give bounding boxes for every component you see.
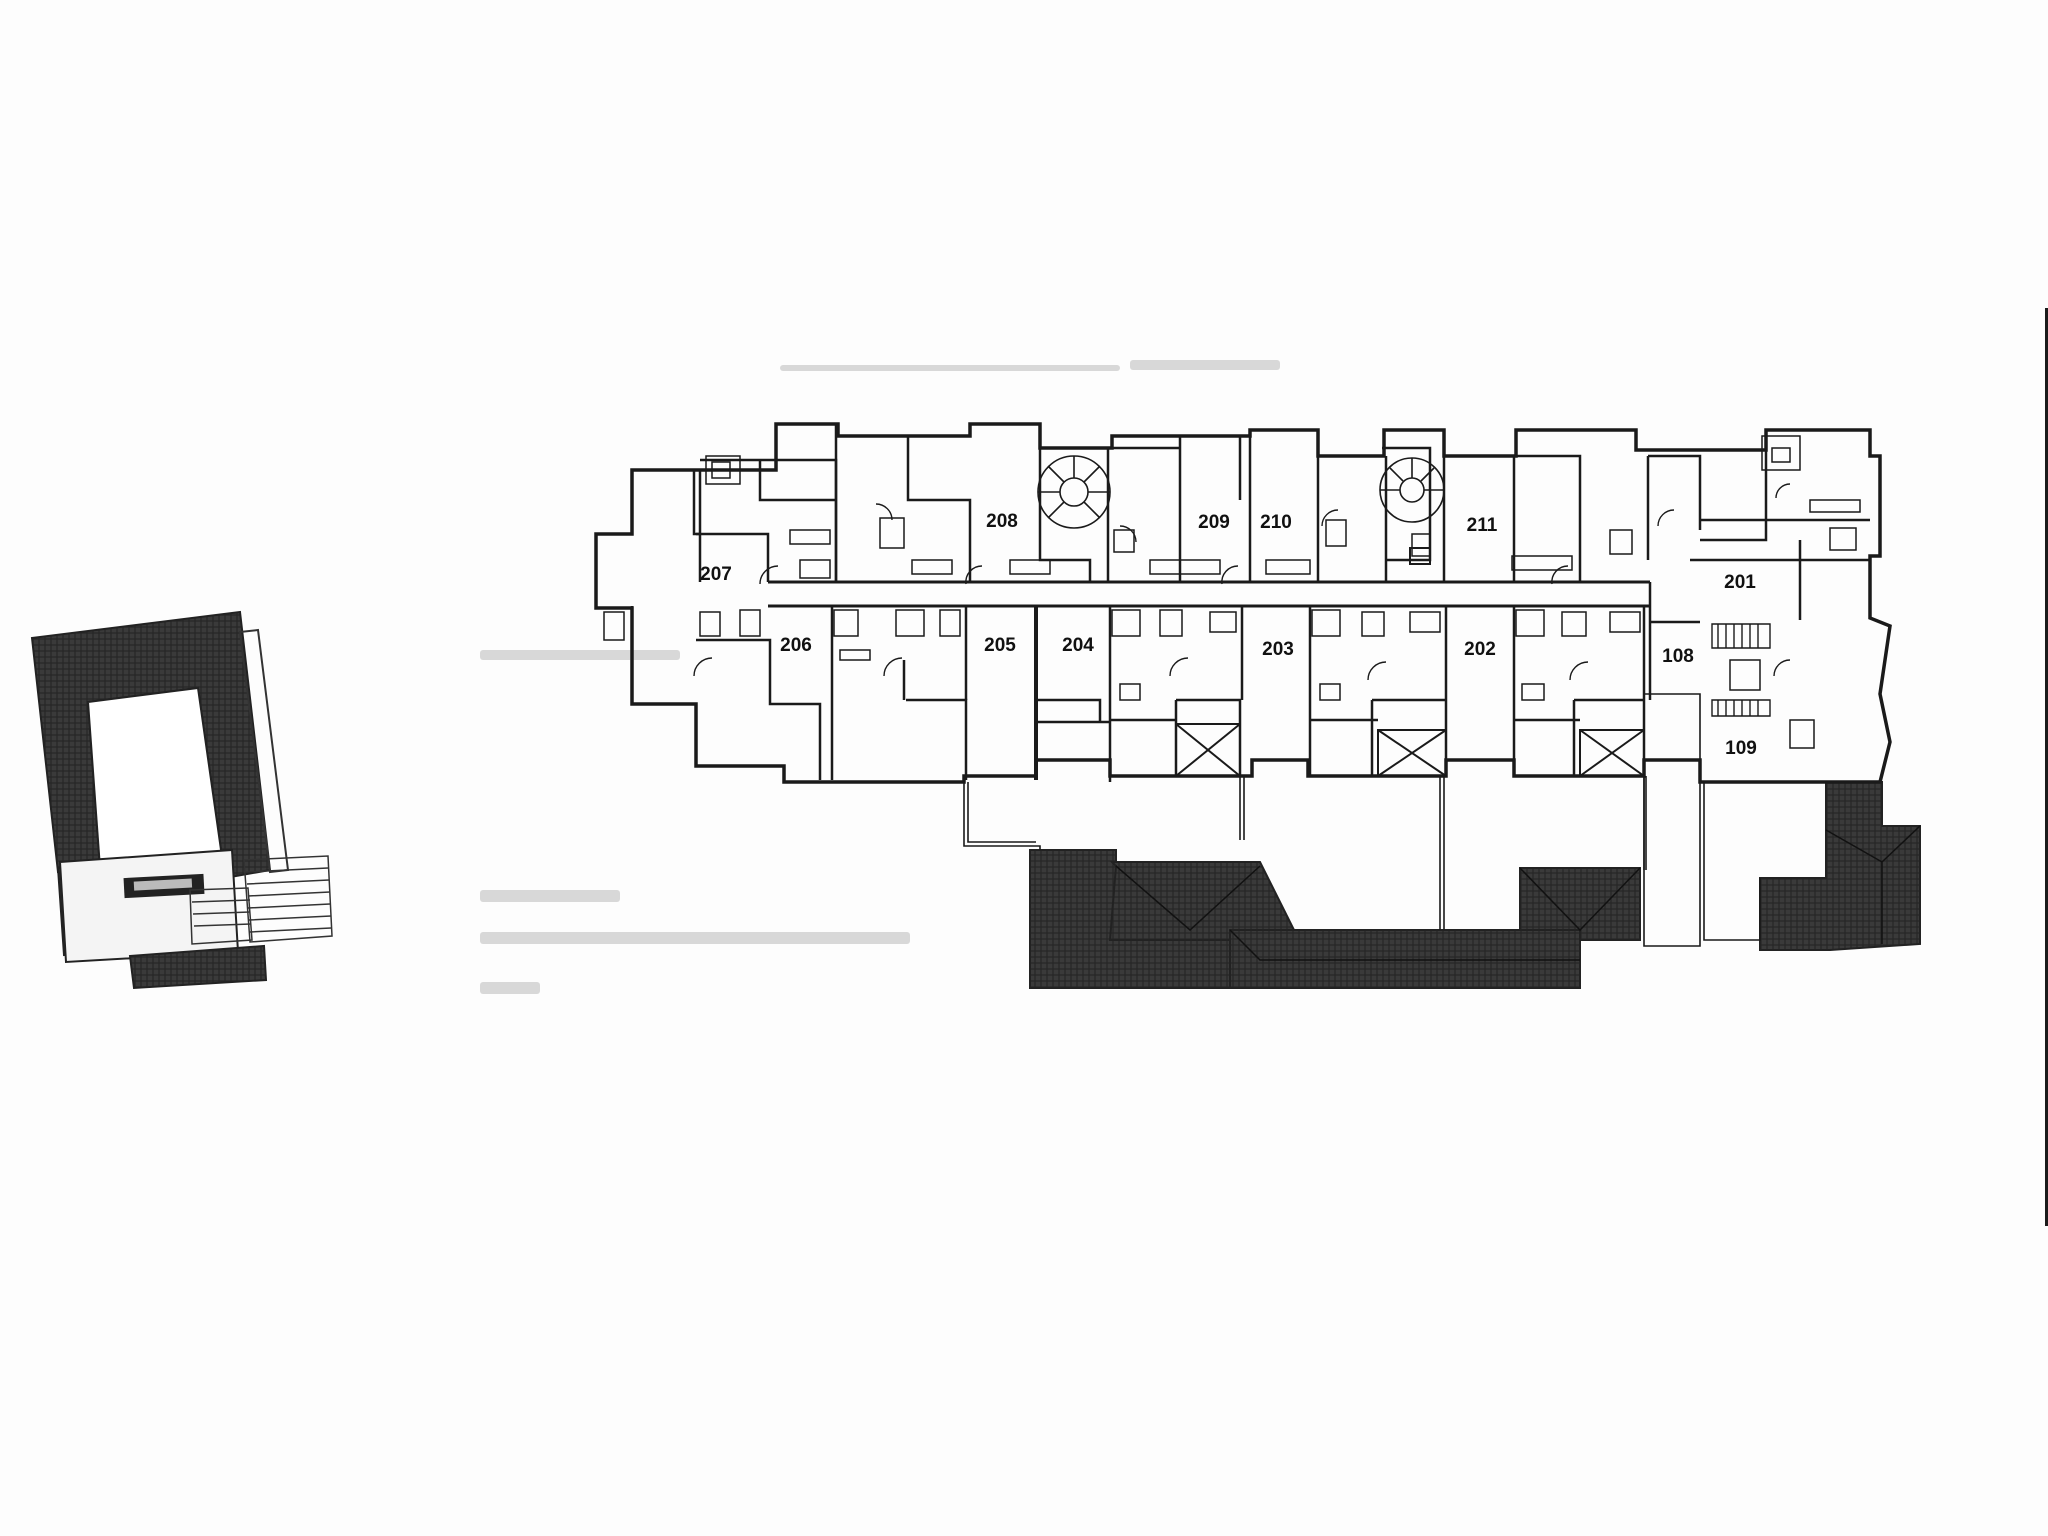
key-plan xyxy=(30,610,333,990)
roof-ridge-lines xyxy=(1115,825,1921,961)
room-211-label: 211 xyxy=(1467,515,1498,536)
room-201-label: 201 xyxy=(1724,572,1756,593)
scan-page-edge xyxy=(2045,308,2048,1226)
straight-stairs xyxy=(1711,623,1771,717)
room-210-label: 210 xyxy=(1260,512,1292,533)
room-202-label: 202 xyxy=(1464,639,1496,660)
key-plan-terrace xyxy=(189,855,333,945)
room-204-label: 204 xyxy=(1062,635,1094,656)
upper-units xyxy=(692,424,1870,620)
spiral-stairs xyxy=(1037,455,1445,529)
room-208-label: 208 xyxy=(986,511,1018,532)
room-labels: 201 202 203 204 205 206 207 208 209 210 … xyxy=(700,511,1757,759)
main-floor-plan xyxy=(594,422,1921,989)
lower-units xyxy=(630,582,1700,782)
key-plan-roof-bottom xyxy=(128,944,268,990)
fixtures xyxy=(603,435,1861,749)
building-envelope xyxy=(594,422,1892,784)
key-plan-highlighted-floor xyxy=(58,848,240,964)
roof-hatch-areas xyxy=(1029,781,1921,989)
corridor xyxy=(768,580,1650,608)
room-206-label: 206 xyxy=(780,635,812,656)
room-109-label: 109 xyxy=(1725,738,1757,759)
site-lines xyxy=(963,693,1761,947)
scan-bleed-through xyxy=(480,360,1280,994)
room-205-label: 205 xyxy=(984,635,1016,656)
room-203-label: 203 xyxy=(1262,639,1294,660)
room-207-label: 207 xyxy=(700,564,732,585)
door-swings xyxy=(693,483,1791,681)
room-108-label: 108 xyxy=(1662,646,1694,667)
room-209-label: 209 xyxy=(1198,512,1230,533)
